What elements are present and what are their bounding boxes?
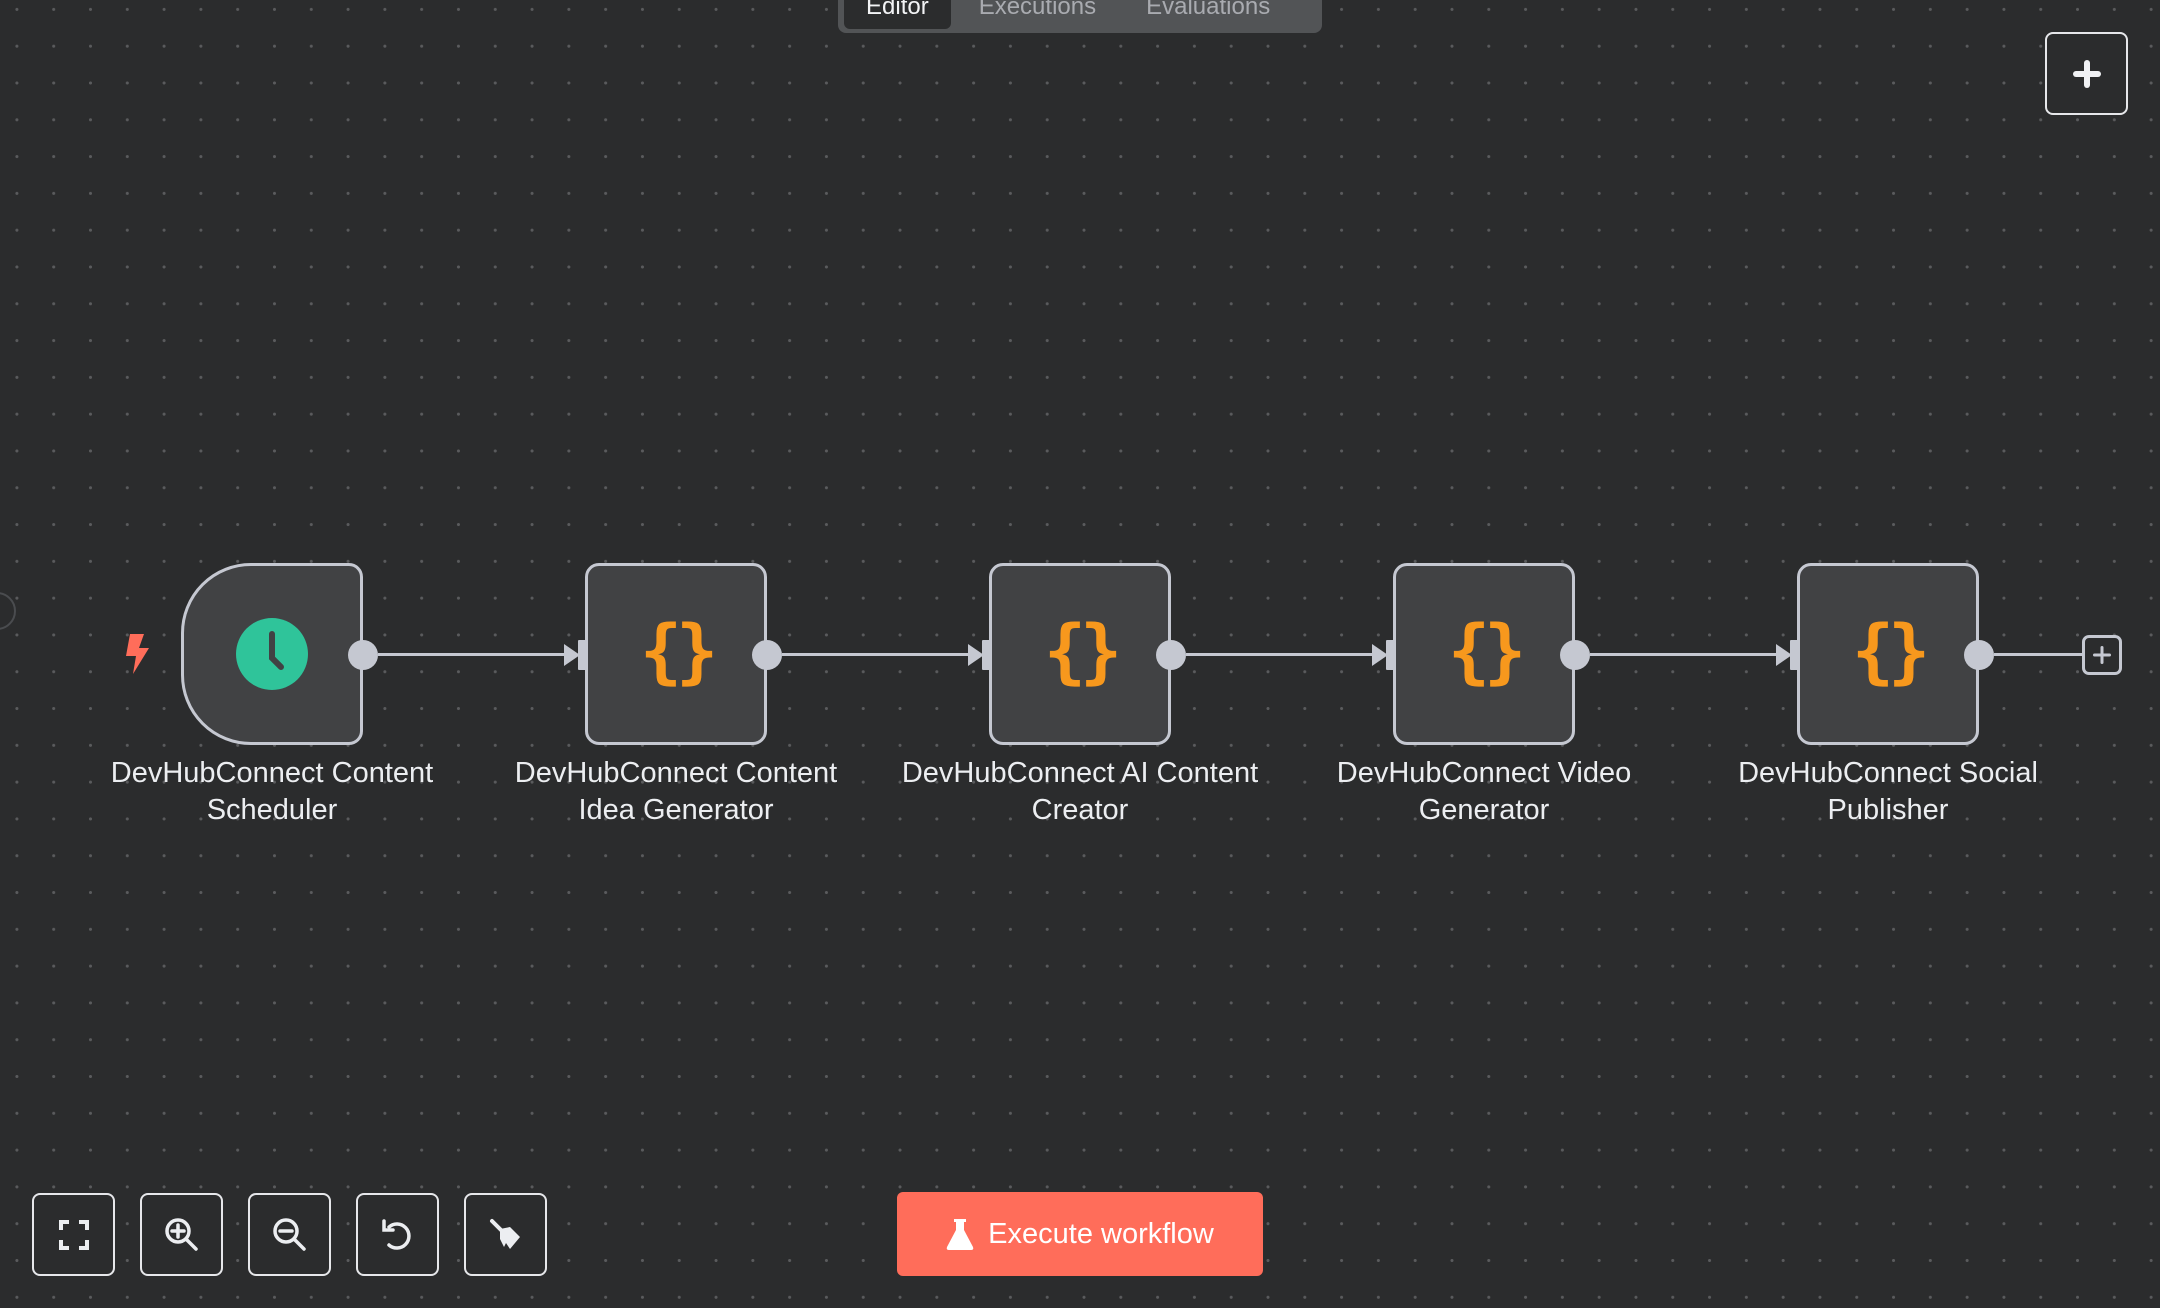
node-label: DevHubConnect Content Idea Generator <box>514 757 838 826</box>
tab-executions[interactable]: Executions <box>978 0 1097 20</box>
reset-zoom-button[interactable] <box>356 1193 439 1276</box>
connection-edge[interactable] <box>1994 653 2082 656</box>
tab-evaluations[interactable]: Evaluations <box>1146 0 1271 20</box>
connection-edge[interactable] <box>782 653 970 656</box>
edge-arrow <box>564 644 580 666</box>
connection-edge[interactable] <box>1590 653 1778 656</box>
edge-arrow <box>968 644 984 666</box>
braces-icon: {} <box>1447 610 1526 692</box>
node-content-idea-generator[interactable]: {} <box>585 563 767 745</box>
connection-edge[interactable] <box>1186 653 1374 656</box>
add-next-node-button[interactable] <box>2082 635 2122 675</box>
execute-workflow-button[interactable]: Execute workflow <box>897 1192 1263 1276</box>
output-handle[interactable] <box>752 640 782 670</box>
output-handle[interactable] <box>1156 640 1186 670</box>
view-tab-bar: Editor Executions Evaluations <box>838 0 1322 33</box>
braces-icon: {} <box>1043 610 1122 692</box>
node-label: DevHubConnect Content Scheduler <box>110 757 434 826</box>
execute-workflow-label: Execute workflow <box>988 1217 1214 1250</box>
sidebar-toggle-handle[interactable] <box>0 592 16 630</box>
undo-icon <box>381 1218 411 1250</box>
zoom-out-icon <box>272 1217 306 1251</box>
edge-arrow <box>1372 644 1388 666</box>
add-node-button[interactable] <box>2045 32 2128 115</box>
edge-arrow <box>1776 644 1792 666</box>
node-label: DevHubConnect AI Content Creator <box>901 757 1259 826</box>
flask-icon <box>946 1219 974 1250</box>
connection-edge[interactable] <box>378 653 566 656</box>
output-handle[interactable] <box>348 640 378 670</box>
node-label: DevHubConnect Social Publisher <box>1738 757 2038 826</box>
braces-icon: {} <box>1851 610 1930 692</box>
output-handle[interactable] <box>1560 640 1590 670</box>
tab-editor[interactable]: Editor <box>844 0 951 29</box>
node-ai-content-creator[interactable]: {} <box>989 563 1171 745</box>
fit-view-button[interactable] <box>32 1193 115 1276</box>
output-handle[interactable] <box>1964 640 1994 670</box>
node-video-generator[interactable]: {} <box>1393 563 1575 745</box>
node-content-scheduler[interactable] <box>181 563 363 745</box>
node-social-publisher[interactable]: {} <box>1797 563 1979 745</box>
zoom-in-icon <box>164 1217 198 1251</box>
fullscreen-icon <box>58 1219 89 1250</box>
node-label: DevHubConnect Video Generator <box>1336 757 1632 826</box>
plus-icon <box>2072 59 2101 88</box>
zoom-out-button[interactable] <box>248 1193 331 1276</box>
clock-icon <box>236 618 308 690</box>
broom-icon <box>489 1218 520 1249</box>
braces-icon: {} <box>639 610 718 692</box>
tidy-up-button[interactable] <box>464 1193 547 1276</box>
plus-icon <box>2093 646 2111 664</box>
lightning-bolt-icon <box>122 632 152 681</box>
zoom-in-button[interactable] <box>140 1193 223 1276</box>
